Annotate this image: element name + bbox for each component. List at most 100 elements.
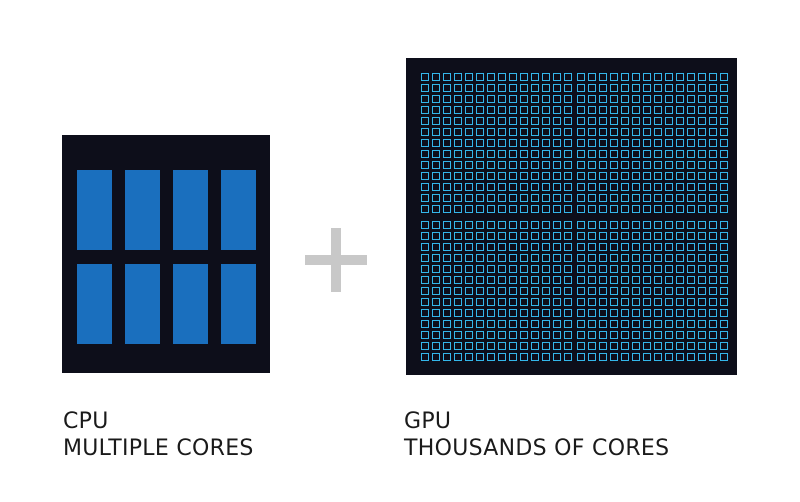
gpu-core [599,183,607,191]
gpu-core [709,95,717,103]
gpu-core [577,320,585,328]
gpu-core [421,254,429,262]
gpu-core [577,128,585,136]
gpu-core [577,194,585,202]
gpu-core [621,331,629,339]
gpu-core [687,95,695,103]
gpu-core [487,309,495,317]
gpu-core [643,353,651,361]
gpu-core [542,194,550,202]
gpu-core [542,309,550,317]
gpu-core [531,84,539,92]
gpu-core [465,331,473,339]
gpu-core [498,320,506,328]
gpu-core [487,342,495,350]
gpu-core [698,205,706,213]
cpu-chip [62,135,270,373]
gpu-core [465,172,473,180]
gpu-core [520,95,528,103]
gpu-title: GPU [404,409,452,434]
gpu-core [476,139,484,147]
gpu-core [599,106,607,114]
gpu-core [643,342,651,350]
gpu-core [542,183,550,191]
gpu-core [588,243,596,251]
gpu-core [553,309,561,317]
gpu-core [676,353,684,361]
gpu-core [509,221,517,229]
gpu-core [676,128,684,136]
gpu-core [720,172,728,180]
gpu-core [509,139,517,147]
gpu-core [509,287,517,295]
gpu-core [542,320,550,328]
gpu-core [599,73,607,81]
gpu-core [610,139,618,147]
gpu-core [553,150,561,158]
gpu-core [564,84,572,92]
gpu-core [476,265,484,273]
gpu-core [632,221,640,229]
cpu-core [221,264,256,344]
gpu-core [665,150,673,158]
gpu-core [553,161,561,169]
gpu-core [720,95,728,103]
gpu-core [520,254,528,262]
gpu-core [599,172,607,180]
gpu-core [621,309,629,317]
gpu-core [432,117,440,125]
gpu-chip [406,58,737,375]
gpu-core [621,276,629,284]
gpu-core [542,221,550,229]
gpu-core [531,150,539,158]
gpu-core [577,161,585,169]
gpu-core [588,342,596,350]
gpu-core [520,150,528,158]
gpu-core [599,254,607,262]
gpu-core [643,331,651,339]
gpu-core [599,276,607,284]
gpu-core [553,276,561,284]
gpu-core [465,117,473,125]
gpu-core [621,183,629,191]
gpu-core [564,106,572,114]
gpu-core [643,320,651,328]
gpu-core [643,73,651,81]
gpu-core [443,331,451,339]
gpu-core [676,194,684,202]
gpu-core [665,84,673,92]
gpu-core [709,353,717,361]
gpu-core [498,276,506,284]
gpu-core [643,172,651,180]
gpu-core [542,84,550,92]
gpu-core [542,95,550,103]
gpu-core [421,342,429,350]
gpu-core [654,276,662,284]
gpu-core [520,287,528,295]
gpu-core [432,205,440,213]
gpu-core [577,95,585,103]
gpu-core [676,139,684,147]
gpu-core [665,232,673,240]
gpu-core [476,243,484,251]
gpu-core [610,128,618,136]
gpu-core [531,205,539,213]
gpu-core [564,221,572,229]
gpu-core [454,139,462,147]
gpu-core [665,320,673,328]
gpu-core [432,353,440,361]
gpu-core [709,320,717,328]
gpu-core [531,254,539,262]
gpu-core [454,117,462,125]
gpu-core [465,287,473,295]
gpu-core [542,232,550,240]
gpu-core [531,139,539,147]
gpu-core [509,106,517,114]
gpu-core [632,276,640,284]
gpu-core [709,150,717,158]
gpu-core [531,232,539,240]
gpu-core [687,309,695,317]
gpu-core [588,161,596,169]
gpu-core [553,95,561,103]
gpu-core [520,161,528,169]
